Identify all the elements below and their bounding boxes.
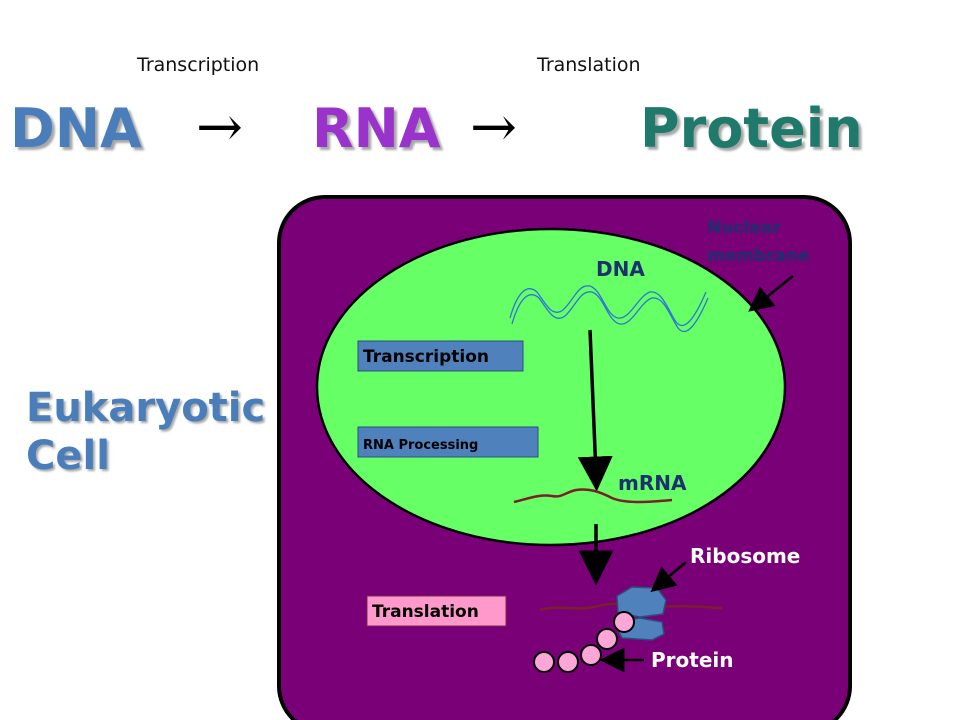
dna-helix-icon: [509, 285, 709, 333]
rna-processing-box: [357, 426, 539, 458]
amino-acid: [533, 651, 555, 673]
mrna-strand: [513, 488, 673, 504]
protein-label: Protein: [651, 648, 733, 672]
arrow-icon: →: [470, 95, 517, 160]
protein-chain: [533, 611, 635, 673]
translation-box: [366, 595, 507, 627]
amino-acid: [580, 644, 602, 666]
nuclear-membrane-label-line2: membrane: [707, 246, 810, 266]
box-rna-processing-label: RNA Processing: [363, 438, 478, 453]
nuclear-membrane-label-line1: Nuclear: [707, 218, 781, 238]
mrna-label: mRNA: [618, 471, 687, 495]
protein-heading: Protein: [640, 97, 863, 160]
transcription-box: [357, 340, 524, 372]
nuclear-membrane-pointer: [748, 275, 794, 312]
rna-heading: RNA: [312, 97, 441, 160]
ribosome-label: Ribosome: [690, 544, 800, 568]
amino-acid: [596, 628, 618, 650]
nucleus: [315, 227, 787, 547]
eukaryotic-cell-title: Eukaryotic Cell: [26, 384, 265, 480]
translation-step-label: Translation: [537, 54, 641, 76]
box-transcription-label: Transcription: [363, 347, 489, 367]
amino-acid: [613, 611, 635, 633]
dna-heading: DNA: [10, 97, 142, 160]
amino-acid: [557, 651, 579, 673]
box-translation-label: Translation: [372, 602, 479, 622]
transcription-step-label: Transcription: [137, 54, 260, 76]
dna-label: DNA: [596, 257, 645, 281]
eukaryotic-title-line1: Eukaryotic: [26, 385, 266, 431]
ribosome-pointer: [650, 561, 687, 593]
transcription-arrow: [577, 329, 613, 492]
arrow-icon: →: [196, 95, 243, 160]
eukaryotic-title-line2: Cell: [26, 433, 110, 479]
